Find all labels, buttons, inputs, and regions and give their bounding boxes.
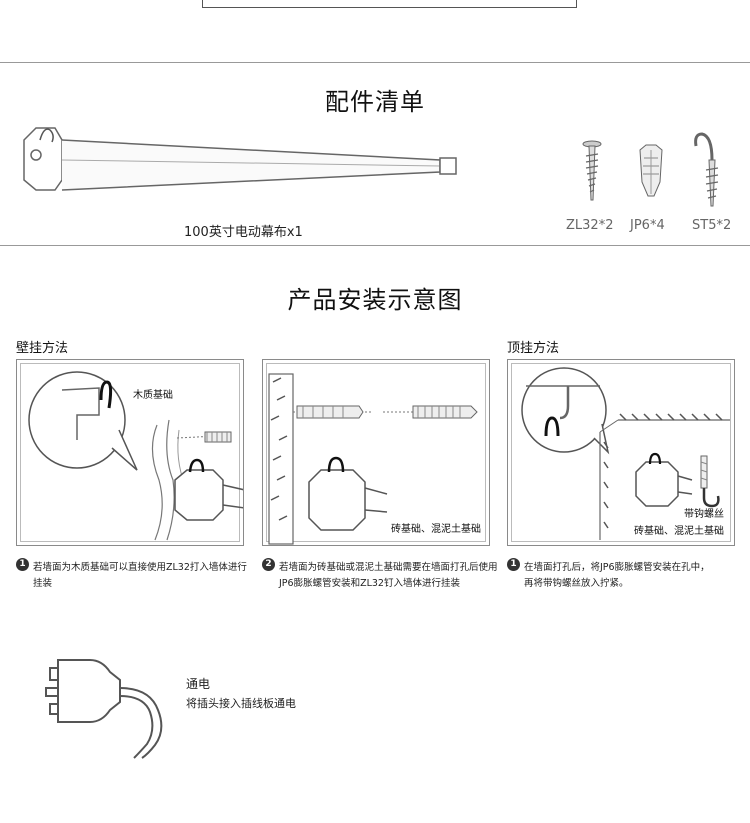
divider-middle (0, 245, 750, 246)
panel-frame (20, 363, 240, 542)
panel2-label: 砖基础、混泥土基础 (391, 524, 481, 535)
power-desc: 将插头接入插线板通电 (186, 697, 296, 710)
hook-screw-st5-icon (694, 132, 719, 207)
note3-text: 在墙面打孔后，将JP6膨胀螺管安装在孔中， 再将带钩螺丝放入拧紧。 (524, 560, 744, 592)
part-label-st5: ST5*2 (692, 218, 732, 233)
power-title: 通电 (186, 677, 211, 691)
panel-frame (511, 363, 731, 542)
panel3-label-base: 砖基础、混泥土基础 (634, 526, 724, 537)
panel2-illustration (268, 373, 478, 545)
note2-number-badge: 2 (262, 558, 275, 571)
screw-zl32-icon (582, 140, 602, 201)
note1-number-badge: 1 (16, 558, 29, 571)
part-label-screen: 100英寸电动幕布x1 (184, 225, 303, 240)
install-title: 产品安装示意图 (287, 286, 463, 314)
note1-text: 若墙面为木质基础可以直接使用ZL32打入墙体进行 挂装 (33, 560, 253, 592)
part-label-jp6: JP6*4 (630, 218, 665, 233)
note3-line2: 再将带钩螺丝放入拧紧。 (524, 578, 629, 589)
power-plug-icon (45, 659, 163, 759)
panel-brick-base: 砖基础、混泥土基础 (262, 359, 490, 546)
note3-line1: 在墙面打孔后，将JP6膨胀螺管安装在孔中， (524, 562, 710, 573)
wall-mount-title: 壁挂方法 (16, 341, 69, 356)
note2-text: 若墙面为砖基础或混泥土基础需要在墙面打孔后使用 JP6膨胀螺管安装和ZL32钉入… (279, 560, 509, 592)
panel-wood-base: 木质基础 (16, 359, 244, 546)
panel1-illustration (28, 371, 243, 541)
anchor-jp6-icon (639, 144, 663, 197)
panel1-label: 木质基础 (133, 390, 173, 401)
panel3-label-hook: 带钩螺丝 (684, 509, 724, 520)
panel-frame (266, 363, 486, 542)
parts-list-title: 配件清单 (325, 88, 425, 116)
panel3-illustration (521, 367, 730, 540)
panel-ceiling-mount: 带钩螺丝 砖基础、混泥土基础 (507, 359, 735, 546)
note2-line1: 若墙面为砖基础或混泥土基础需要在墙面打孔后使用 (279, 562, 498, 573)
divider-top (0, 62, 750, 63)
ceiling-mount-title: 顶挂方法 (507, 341, 560, 356)
part-label-zl32: ZL32*2 (566, 218, 614, 233)
note1-line2: 挂装 (33, 578, 53, 589)
note1-line1: 若墙面为木质基础可以直接使用ZL32打入墙体进行 (33, 562, 247, 573)
note2-line2: JP6膨胀螺管安装和ZL32钉入墙体进行挂装 (279, 578, 460, 589)
top-banner-box (202, 0, 577, 8)
note3-number-badge: 1 (507, 558, 520, 571)
